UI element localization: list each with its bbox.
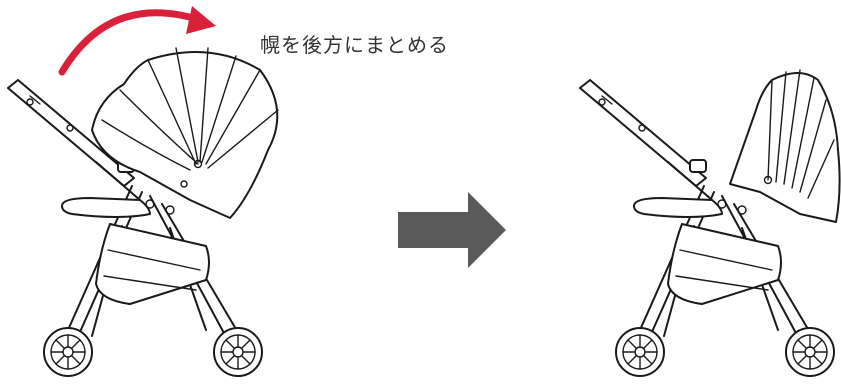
rotate-arrow-icon (58, 6, 216, 76)
stroller-canopy-folded (580, 69, 841, 376)
caption: 幌を後方にまとめる (260, 33, 449, 57)
stroller-canopy-open (8, 47, 279, 376)
next-step-arrow-icon (398, 192, 506, 268)
